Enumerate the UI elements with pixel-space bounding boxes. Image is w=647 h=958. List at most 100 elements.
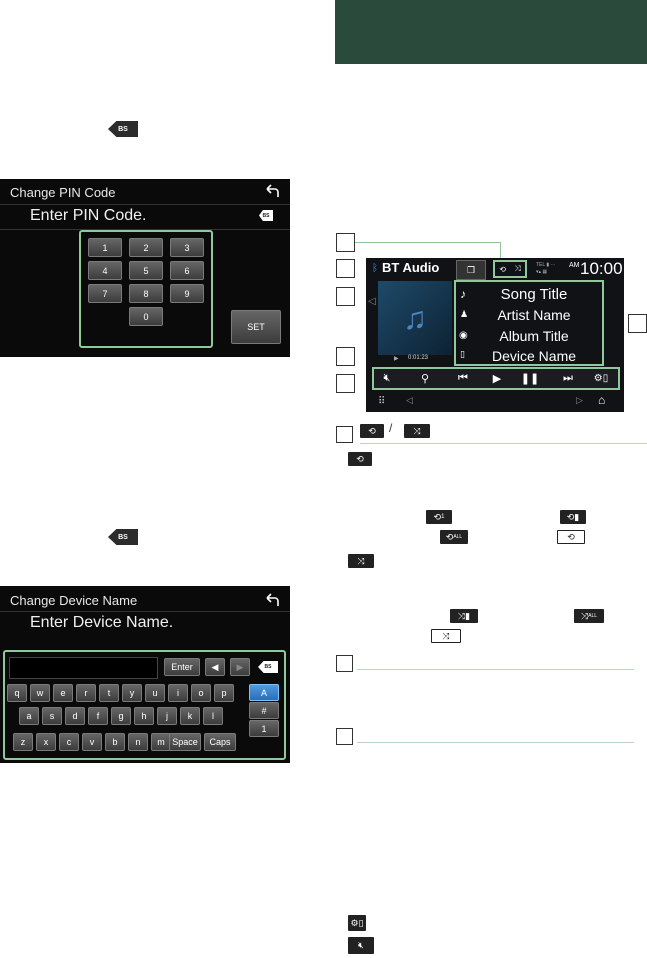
bluetooth-icon: ᛒ <box>372 263 378 274</box>
device-settings-icon[interactable]: ⚙▯ <box>593 372 609 384</box>
key-0[interactable]: 0 <box>129 307 163 326</box>
key-w[interactable]: w <box>30 684 50 702</box>
keypad-frame <box>79 230 213 348</box>
device-name: Device Name <box>491 348 577 364</box>
key-v[interactable]: v <box>82 733 102 751</box>
key-a[interactable]: a <box>19 707 39 725</box>
pause-icon[interactable]: ❚❚ <box>520 372 540 385</box>
home-icon[interactable]: ⌂ <box>598 393 606 407</box>
key-p[interactable]: p <box>214 684 234 702</box>
key-e[interactable]: e <box>53 684 73 702</box>
key-z[interactable]: z <box>13 733 33 751</box>
key-6[interactable]: 6 <box>170 261 204 280</box>
prompt-text: Enter PIN Code. <box>30 207 147 224</box>
key-n[interactable]: n <box>128 733 148 751</box>
play-state-icon: ▶ <box>394 356 399 362</box>
backspace-key[interactable]: BS <box>259 210 273 221</box>
change-pin-screen: Change PIN Code Enter PIN Code. BS 1 2 3… <box>0 179 290 357</box>
key-o[interactable]: o <box>191 684 211 702</box>
repeat-icon: ⟲ <box>360 424 384 438</box>
artist-name: Artist Name <box>497 307 571 323</box>
disc-icon: ◉ <box>459 330 468 341</box>
audio-player-screen: ᛒ BT Audio ❐ ⟲ ⤨ TEL ▮ ···▾▴ ▦ AM 10:00 … <box>366 258 624 412</box>
key-q[interactable]: q <box>7 684 27 702</box>
prompt-text: Enter Device Name. <box>30 614 174 631</box>
song-title: Song Title <box>500 286 568 303</box>
divider <box>0 229 290 230</box>
shuffle-icon: ⤨ <box>514 264 521 273</box>
album-art: ♫ <box>378 281 452 355</box>
mode-key-symbol[interactable]: # <box>249 702 279 719</box>
clock-ampm: AM <box>569 262 580 269</box>
key-8[interactable]: 8 <box>129 284 163 303</box>
section-rule <box>360 443 647 444</box>
mode-key-alpha[interactable]: A <box>249 684 279 701</box>
album-title: Album Title <box>499 328 569 344</box>
key-h[interactable]: h <box>134 707 154 725</box>
change-device-name-screen: Change Device Name Enter Device Name. En… <box>0 586 290 763</box>
shuffle-folder-icon: ⤨▮ <box>450 609 478 623</box>
cursor-left-key[interactable]: ◀ <box>205 658 225 676</box>
mode-key-number[interactable]: 1 <box>249 720 279 737</box>
device-list-icon[interactable]: ❐ <box>456 260 486 280</box>
prev-panel-icon[interactable]: ◁ <box>368 296 376 307</box>
play-icon[interactable]: ▶ <box>492 372 502 385</box>
back-arrow-icon[interactable] <box>264 183 280 199</box>
section-rule <box>357 669 634 670</box>
backspace-key[interactable]: BS <box>258 661 278 673</box>
section-rule <box>357 742 634 743</box>
track-info-frame <box>454 280 604 366</box>
key-9[interactable]: 9 <box>170 284 204 303</box>
key-s[interactable]: s <box>42 707 62 725</box>
text-input-field[interactable] <box>9 657 158 679</box>
left-arrow-icon[interactable]: ◁ <box>406 395 413 405</box>
cursor-right-key[interactable]: ▶ <box>230 658 250 676</box>
enter-key[interactable]: Enter <box>164 658 200 676</box>
repeat-all-icon: ⟲ALL <box>440 530 468 544</box>
space-key[interactable]: Space <box>169 733 201 751</box>
key-k[interactable]: k <box>180 707 200 725</box>
section-callout-2 <box>336 655 353 672</box>
music-note-icon: ♪ <box>460 287 466 301</box>
caps-key[interactable]: Caps <box>204 733 236 751</box>
key-j[interactable]: j <box>157 707 177 725</box>
section-header-banner <box>335 0 647 64</box>
repeat-icon: ⟲ <box>348 452 372 466</box>
slash-separator: / <box>389 421 393 435</box>
callout-box-4 <box>336 347 355 366</box>
key-r[interactable]: r <box>76 684 96 702</box>
key-u[interactable]: u <box>145 684 165 702</box>
next-track-icon[interactable]: ⏭︎ <box>563 371 573 384</box>
previous-track-icon[interactable]: ⏮︎ <box>458 371 468 384</box>
key-3[interactable]: 3 <box>170 238 204 257</box>
key-b[interactable]: b <box>105 733 125 751</box>
key-c[interactable]: c <box>59 733 79 751</box>
key-g[interactable]: g <box>111 707 131 725</box>
back-arrow-icon[interactable] <box>264 592 280 608</box>
set-button[interactable]: SET <box>231 310 281 344</box>
repeat-folder-icon: ⟲▮ <box>560 510 586 524</box>
backspace-icon: BS <box>108 529 138 545</box>
search-icon[interactable]: ⚲ <box>420 372 430 385</box>
key-4[interactable]: 4 <box>88 261 122 280</box>
key-5[interactable]: 5 <box>129 261 163 280</box>
right-arrow-icon[interactable]: ▷ <box>576 395 583 405</box>
screen-title: Change Device Name <box>10 593 138 608</box>
key-i[interactable]: i <box>168 684 188 702</box>
key-l[interactable]: l <box>203 707 223 725</box>
repeat-icon: ⟲ <box>499 264 506 274</box>
key-x[interactable]: x <box>36 733 56 751</box>
key-f[interactable]: f <box>88 707 108 725</box>
key-1[interactable]: 1 <box>88 238 122 257</box>
key-7[interactable]: 7 <box>88 284 122 303</box>
repeat-shuffle-indicator[interactable]: ⟲ ⤨ <box>493 260 527 278</box>
mute-icon[interactable]: 🔇︎ <box>383 371 391 384</box>
key-y[interactable]: y <box>122 684 142 702</box>
key-2[interactable]: 2 <box>129 238 163 257</box>
key-t[interactable]: t <box>99 684 119 702</box>
key-d[interactable]: d <box>65 707 85 725</box>
divider <box>0 204 290 205</box>
menu-grid-icon[interactable]: ⠿ <box>378 396 386 407</box>
mute-icon: 🔇︎ <box>348 937 374 954</box>
key-m[interactable]: m <box>151 733 171 751</box>
